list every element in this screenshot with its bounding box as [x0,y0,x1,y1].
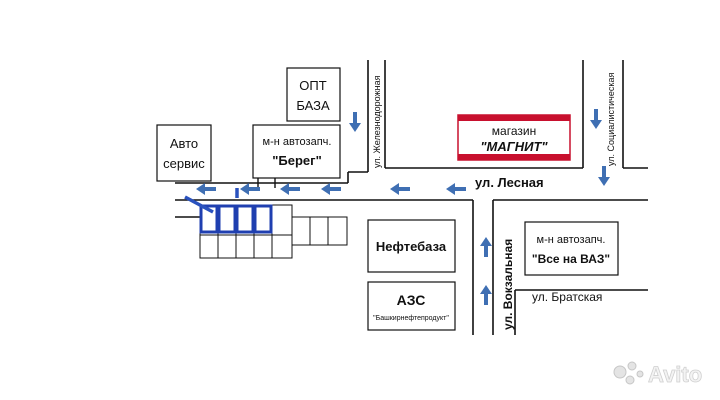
building-vse-na-vaz: м-н автозапч. "Все на ВАЗ" [524,221,619,276]
building-azs: АЗС "Башкирнефтепродукт" [367,281,456,331]
arrow-down-icon [349,112,361,132]
azs-sublabel: "Башкирнефтепродукт" [373,315,449,322]
vse-na-vaz-label-2: "Все на ВАЗ" [532,252,610,266]
vse-na-vaz-label-1: м-н автозапч. [537,234,606,246]
arrow-up-icon [480,285,492,305]
arrow-down-icon [590,109,602,129]
street-label-vokzalnaya: ул. Вокзальная [501,239,515,330]
street-label-lesnaya: ул. Лесная [475,175,544,190]
neftebaza-label: Нефтебаза [376,239,447,254]
arrow-down-icon [598,166,610,186]
road-lines [175,60,648,335]
building-bereg: м-н автозапч. "Берег" [252,124,341,179]
arrow-left-icon [390,183,410,195]
azs-label: АЗС [397,292,426,308]
avito-watermark: Avito [613,361,703,387]
street-label-zheleznodorozhnaya: ул. Железнодорожная [372,75,382,168]
arrow-left-icon [321,183,341,195]
arrow-left-icon [280,183,300,195]
autoservice-label-2: сервис [163,156,205,171]
street-label-socialisticheskaya: ул. Социалистическая [606,72,616,166]
arrow-up-icon [480,237,492,257]
opt-baza-label-1: ОПТ [299,78,326,93]
building-neftebaza: Нефтебаза [367,219,456,273]
autoservice-label-1: Авто [170,136,198,151]
street-label-bratskaya: ул. Братская [532,290,602,304]
highlighted-parking [199,204,273,234]
arrow-left-icon [196,183,216,195]
magnit-label-2: "МАГНИТ" [480,139,548,154]
road-ticks [257,178,276,188]
bereg-label-2: "Берег" [272,153,322,168]
bereg-label-1: м-н автозапч. [263,136,332,148]
parking-pointer-icon [184,188,239,214]
avito-watermark-text: Avito [648,362,702,387]
building-autoservice: Авто сервис [156,124,212,182]
arrow-left-icon [240,183,260,195]
magnit-label-1: магазин [492,124,536,138]
opt-baza-label-2: БАЗА [296,98,330,113]
building-opt-baza: ОПТ БАЗА [286,67,341,122]
arrow-left-icon [446,183,466,195]
building-magnit: магазин "МАГНИТ" [457,114,571,161]
